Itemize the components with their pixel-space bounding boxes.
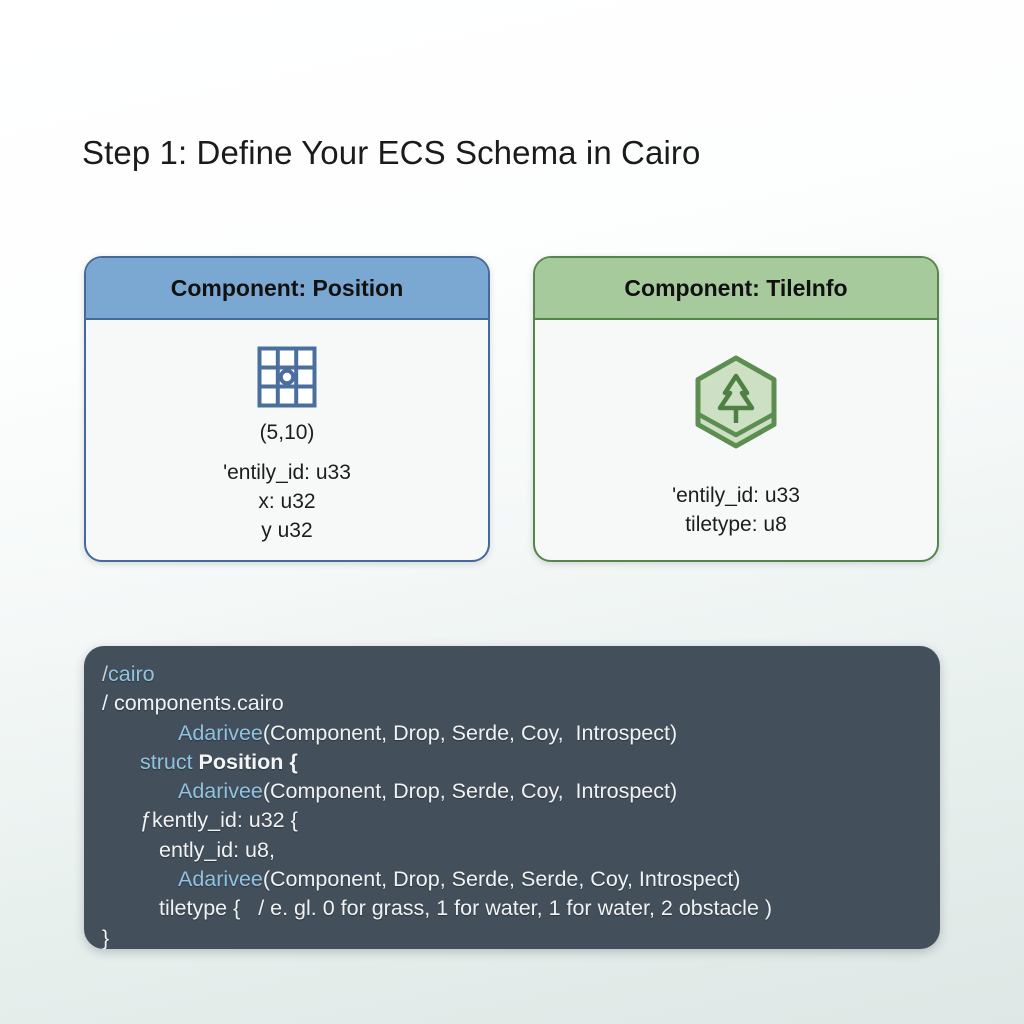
component-card-body: 'entily_id: u33 tiletype: u8 (535, 320, 937, 560)
component-field-list: 'entily_id: u33 tiletype: u8 (672, 482, 800, 540)
component-card-title: Component: Position (86, 258, 488, 320)
component-card-position: Component: Position (5,10) 'entily_id: u… (84, 256, 490, 562)
code-line: ently_id: u8, (84, 836, 940, 865)
code-token: Adarivee (178, 779, 263, 804)
component-card-title: Component: TileInfo (535, 258, 937, 320)
code-line: / components.cairo (84, 689, 940, 718)
code-line: tiletype { / e. gl. 0 for grass, 1 for w… (84, 894, 940, 923)
code-token: struct (140, 749, 199, 774)
component-field-list: 'entily_id: u33 x: u32 y u32 (223, 459, 351, 546)
code-line: Adarivee(Component, Drop, Serde, Coy, In… (84, 777, 940, 806)
code-token: cairo (107, 662, 155, 686)
code-token: } (102, 925, 110, 949)
component-field: 'entily_id: u33 (672, 484, 800, 507)
hexagon-pine-tree-icon (688, 352, 784, 452)
code-token: ently_id: u8, (159, 837, 275, 862)
code-token: (Component, Drop, Serde, Serde, Coy, Int… (262, 867, 741, 892)
code-token: tiletype { / e. gl. 0 for grass, 1 for w… (159, 896, 773, 921)
code-token: (Component, Drop, Serde, Coy, Introspect… (262, 720, 678, 745)
code-token: ƒkently_id: u32 { (140, 808, 298, 833)
component-field: 'entily_id: u33 (223, 461, 351, 484)
code-token: Adarivee (178, 720, 263, 745)
code-line: /cairo (84, 660, 940, 689)
component-card-tileinfo: Component: TileInfo 'entily_id: u33 tile… (533, 256, 939, 562)
code-line: Adarivee(Component, Drop, Serde, Coy, In… (84, 719, 940, 748)
code-line: Adarivee(Component, Drop, Serde, Serde, … (84, 865, 940, 894)
code-token: Adarivee (178, 867, 263, 892)
code-line: struct Position { (84, 748, 940, 777)
code-line: ƒkently_id: u32 { (84, 806, 940, 835)
position-coordinate-label: (5,10) (259, 421, 315, 444)
code-token: Position { (198, 749, 298, 774)
code-token: / components.cairo (102, 691, 284, 716)
code-token: (Component, Drop, Serde, Coy, Introspect… (262, 779, 678, 804)
code-line: } (84, 924, 940, 949)
code-token: / (102, 662, 108, 686)
component-field: x: u32 (258, 489, 316, 513)
component-field: y u32 (261, 518, 313, 542)
page-title: Step 1: Define Your ECS Schema in Cairo (82, 134, 701, 171)
component-field: tiletype: u8 (685, 512, 787, 536)
component-card-body: (5,10) 'entily_id: u33 x: u32 y u32 (86, 320, 488, 560)
grid-3x3-with-center-dot-icon (257, 346, 317, 408)
